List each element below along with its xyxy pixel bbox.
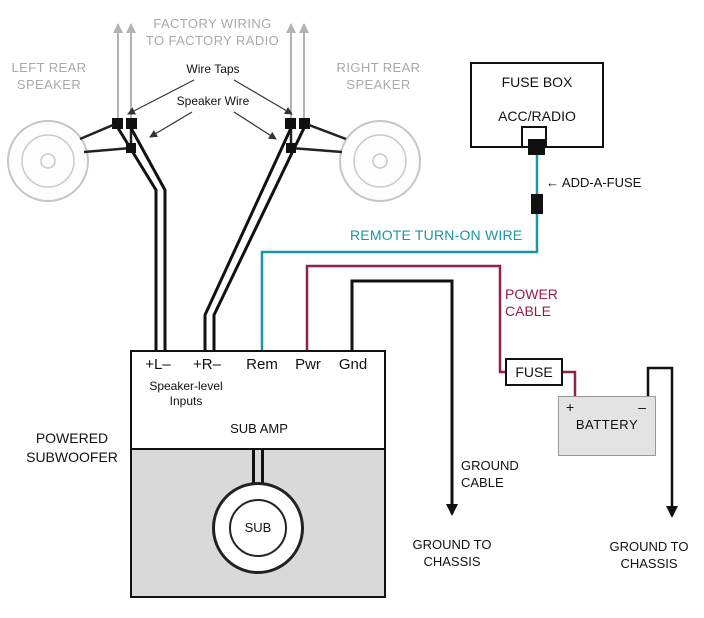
wire-tap-connectors — [79, 118, 347, 154]
battery-plus-terminal: + — [566, 399, 575, 415]
speaker-wire-label: Speaker Wire — [176, 94, 250, 108]
factory-wiring-arrows — [113, 23, 309, 122]
remote-turn-on-label: REMOTE TURN-ON WIRE — [350, 227, 523, 243]
sub-label: SUB — [244, 520, 272, 535]
terminal-ground: Gnd — [338, 356, 368, 373]
speaker-level-wires — [116, 127, 306, 351]
terminal-left-input: +L– — [145, 356, 171, 373]
sub-speaker-inner-ring — [229, 499, 287, 557]
left-rear-speaker-icon — [7, 120, 89, 202]
ground-cable-label: GROUND CABLE — [461, 458, 519, 490]
terminal-remote: Rem — [246, 356, 278, 373]
sub-amp-label: SUB AMP — [230, 421, 288, 436]
wire-taps-label: Wire Taps — [186, 62, 240, 76]
fuse-box-title: FUSE BOX — [501, 74, 573, 90]
battery-minus-terminal: – — [638, 399, 646, 415]
fuse-box-slot-label: ACC/RADIO — [498, 108, 576, 124]
label-callout-arrows — [127, 79, 293, 140]
sub-connector-wire — [261, 450, 264, 483]
terminal-right-input: +R– — [193, 356, 221, 373]
battery-ground-wire — [646, 366, 678, 518]
factory-wiring-label: FACTORY WIRING TO FACTORY RADIO — [145, 16, 280, 48]
ground-to-chassis-label-right: GROUND TO CHASSIS — [609, 539, 689, 571]
sub-connector-wire — [252, 450, 255, 483]
right-rear-speaker-label: RIGHT REAR SPEAKER — [336, 60, 421, 92]
terminal-power: Pwr — [295, 356, 321, 373]
left-rear-speaker-label: LEFT REAR SPEAKER — [11, 60, 87, 92]
power-cable-wire — [305, 264, 577, 398]
fuse-slot-plug — [528, 139, 545, 155]
powered-subwoofer-label: POWERED SUBWOOFER — [26, 430, 118, 465]
add-a-fuse-connector — [531, 194, 543, 214]
add-a-fuse-label: ← ADD-A-FUSE — [546, 175, 642, 190]
sub-amp-box — [130, 350, 386, 598]
battery: + – BATTERY — [558, 396, 656, 456]
ground-cable-wire — [350, 279, 458, 516]
speaker-level-inputs-label: Speaker-level Inputs — [149, 379, 223, 408]
battery-label: BATTERY — [575, 417, 639, 432]
ground-to-chassis-label-left: GROUND TO CHASSIS — [412, 537, 492, 569]
power-cable-label: POWER CABLE — [505, 286, 558, 319]
right-rear-speaker-icon — [339, 120, 421, 202]
inline-fuse: FUSE — [505, 358, 563, 386]
inline-fuse-label: FUSE — [515, 364, 553, 380]
